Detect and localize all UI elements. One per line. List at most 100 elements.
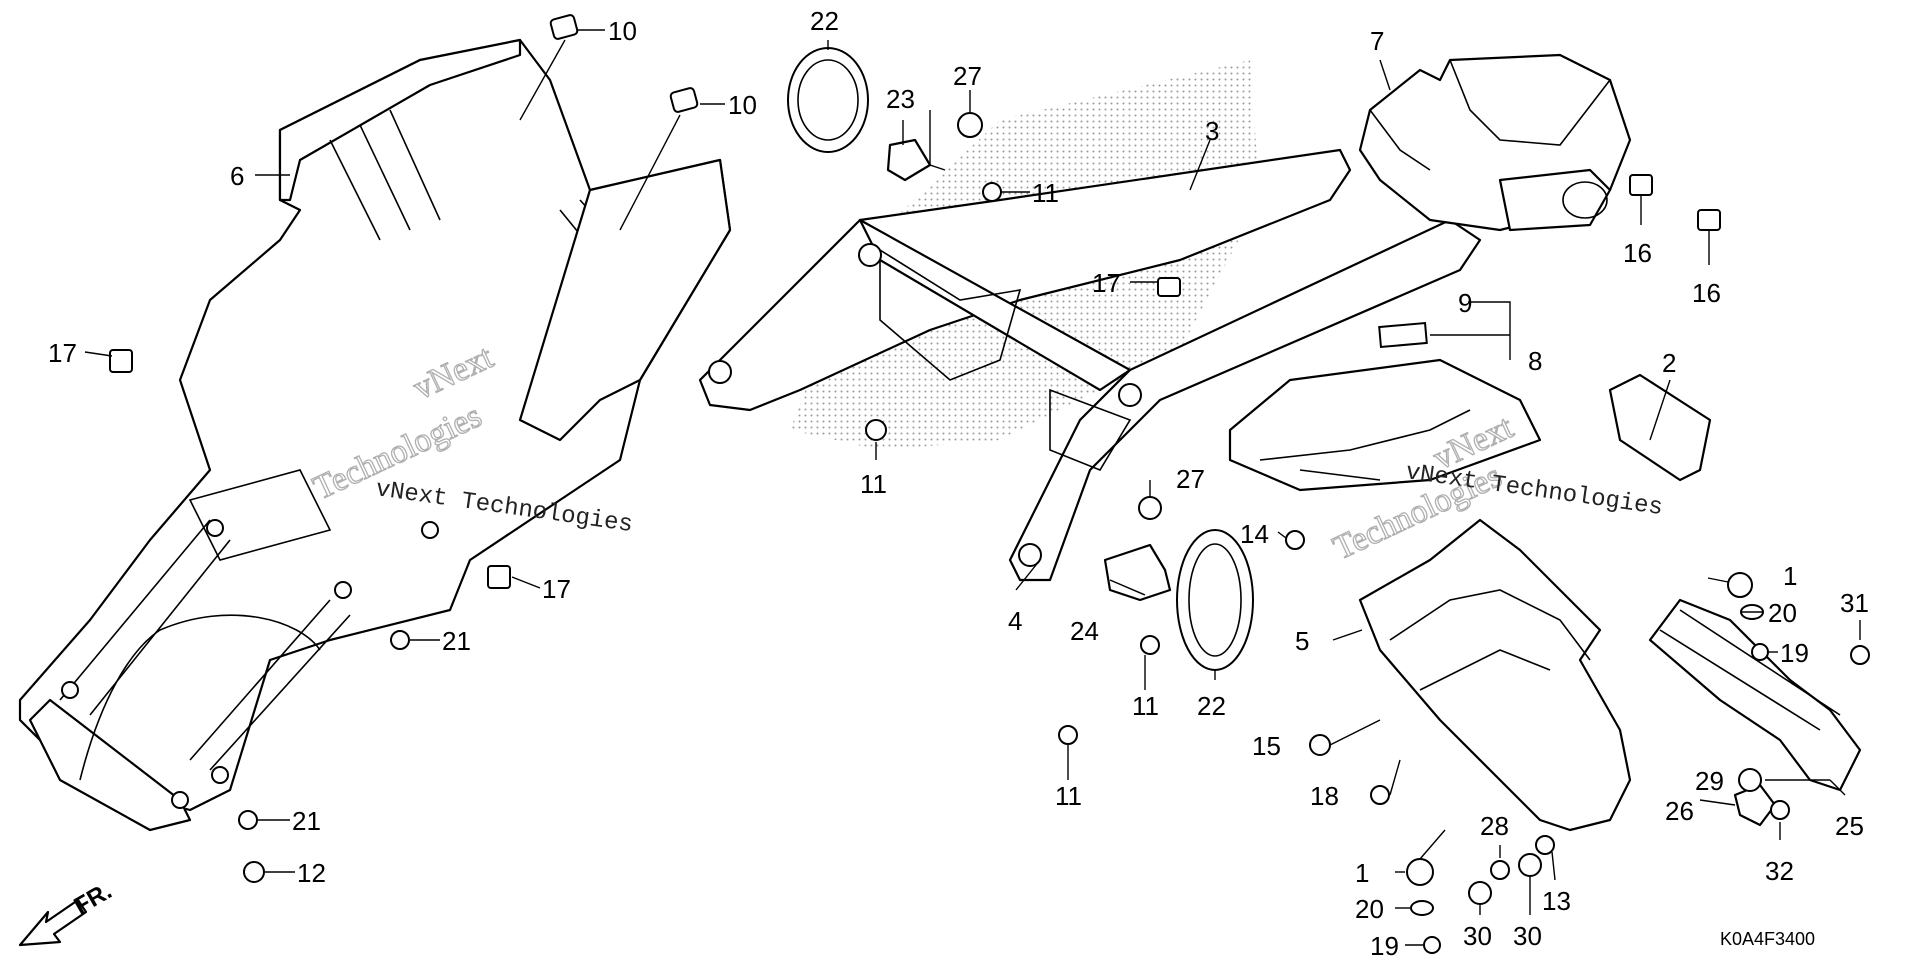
callout-11d: 11 [1055,781,1082,811]
front-arrow-icon [18,898,88,947]
frame-mount-hole [1018,543,1042,567]
nut-30a [1468,881,1492,905]
nut-27-lower [1138,496,1162,520]
rear-frame-lower-rail [1008,218,1482,582]
tail-cover-side [1369,59,1611,171]
callout-3: 3 [1205,116,1219,146]
callout-2: 2 [1662,348,1676,378]
callout-12: 12 [297,858,326,888]
rear-fender-right-arm [518,158,732,442]
bracket-26 [1733,783,1777,827]
bolt-18 [1370,785,1390,805]
callout-24: 24 [1070,616,1099,646]
frame-mount-hole [1118,383,1142,407]
bolt-31 [1850,645,1870,665]
leader-line [1699,799,1736,806]
fender-grommet [61,681,79,699]
callout-28: 28 [1480,811,1509,841]
fender-grommet [171,791,189,809]
rear-fender-mudguard [79,614,321,781]
leader-line [519,39,566,121]
bolt-11-d [1058,725,1078,745]
cushion-1-upper [1727,572,1753,598]
callout-17a: 17 [48,338,77,368]
fender-fasteners [109,14,699,883]
rubber-cushion-10a [549,14,579,40]
bolt-21b [238,810,258,830]
callout-1a: 1 [1783,561,1797,591]
nut-29 [1738,768,1762,792]
grommet-22-upper-inner [797,59,859,141]
rear-fender-assembly [18,38,732,832]
callout-14: 14 [1240,519,1269,549]
rear-fender-arm-right [189,599,351,771]
callout-9: 9 [1458,288,1472,318]
callout-16b: 16 [1692,278,1721,308]
license-bracket-assembly [1358,373,1862,832]
fender-grommet [334,581,352,599]
callout-20a: 20 [1768,598,1797,628]
callout-21b: 21 [292,806,321,836]
leader-line [84,351,113,357]
bolt-11-a [982,182,1002,202]
callout-29: 29 [1695,766,1724,796]
callout-17c: 17 [1092,268,1121,298]
callout-19a: 19 [1780,638,1809,668]
washer-20-lower [1410,900,1434,916]
callout-10b: 10 [728,90,757,120]
leader-line [1649,379,1671,441]
bracket-24 [1103,543,1172,602]
nut-30b [1518,853,1542,877]
frame-hardware [787,47,1254,745]
callout-30b: 30 [1513,921,1542,951]
tail-cover-light-housing [1498,168,1612,232]
clip-16a [1629,174,1653,196]
leader-lines [84,29,1861,946]
callout-4: 4 [1008,606,1022,636]
front-direction-indicator: FR. [18,877,116,947]
frame-mount-hole [708,360,732,384]
callout-16a: 16 [1623,238,1652,268]
grommet-22-upper [787,47,869,153]
license-base-5 [1358,518,1632,832]
bolt-21a [390,630,410,650]
callout-23: 23 [886,84,915,114]
callout-7: 7 [1370,26,1384,56]
rear-frame-assembly [698,148,1482,582]
leader-line [1332,629,1363,641]
leader-line [1707,577,1729,583]
frame-mount-hole [858,243,882,267]
screw-19-upper [1751,643,1769,661]
bolt-32 [1770,800,1790,820]
nut-12 [243,861,265,883]
callout-5: 5 [1295,626,1309,656]
rubber-cushion-10b [669,87,699,113]
callout-15: 15 [1252,731,1281,761]
leader-line [1329,719,1381,746]
callout-6: 6 [230,161,244,191]
rear-fender-window [188,469,332,561]
rear-frame-web [1049,388,1132,471]
callout-13: 13 [1542,886,1571,916]
reflector-2 [1608,373,1712,482]
leader-line [1829,779,1846,796]
rear-fender-flap [28,698,192,832]
callout-17b: 17 [542,574,571,604]
grommet-22-lower-inner [1188,543,1242,657]
nut-27-upper [957,112,983,138]
callout-31: 31 [1840,588,1869,618]
callout-11b: 11 [860,469,887,499]
label-9 [1378,321,1428,349]
bolt-14 [1285,530,1305,550]
callout-26: 26 [1665,796,1694,826]
clip-16b [1697,209,1721,231]
leader-line [1379,59,1391,91]
undercover-8 [1228,358,1542,492]
callout-8: 8 [1528,346,1542,376]
callout-30a: 30 [1463,921,1492,951]
callout-27a: 27 [953,61,982,91]
callout-1b: 1 [1355,858,1369,888]
rear-frame-gusset [879,248,1022,381]
leader-line [1551,851,1556,881]
nut-15 [1309,734,1331,756]
